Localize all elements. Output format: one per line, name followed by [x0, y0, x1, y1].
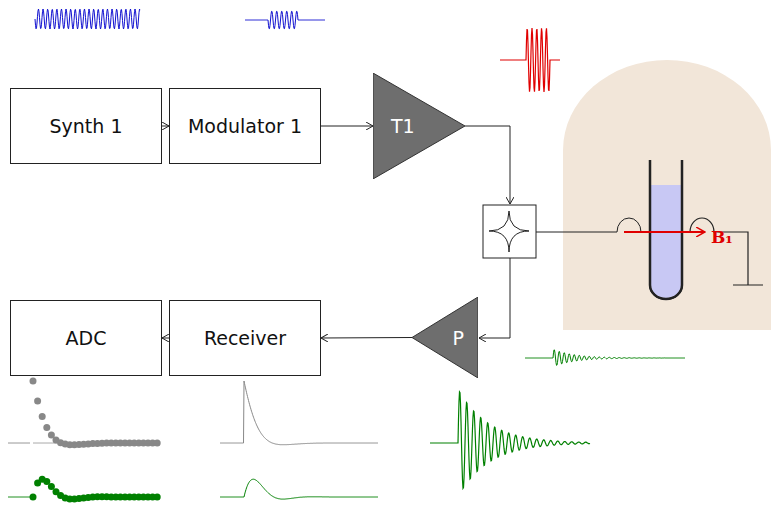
fid-small	[525, 350, 685, 366]
wire	[465, 126, 510, 204]
amplifier-triangle: P	[412, 297, 478, 378]
sample-dot	[39, 413, 46, 420]
rf-pulse	[500, 28, 560, 92]
coil	[536, 218, 641, 232]
signal-arrow	[321, 126, 373, 127]
process-box: Receiver	[169, 300, 321, 376]
wire	[479, 258, 510, 338]
node-label: Modulator 1	[188, 115, 302, 137]
sample-dot	[43, 424, 50, 431]
amplifier-triangle: T1	[373, 73, 465, 179]
sample-dot	[154, 494, 161, 501]
sample-dot	[30, 378, 37, 385]
demod-real	[220, 381, 378, 445]
signal-arrow	[162, 126, 169, 127]
coil-ground	[690, 218, 763, 285]
demod-imag	[220, 479, 378, 499]
signal-arrow	[162, 338, 169, 339]
sample-tube	[651, 185, 681, 298]
signal-arrow	[321, 337, 412, 339]
process-box: ADC	[10, 300, 162, 376]
sample-dot	[34, 397, 41, 404]
rf-burst	[245, 11, 325, 28]
magnet	[563, 60, 771, 330]
b1-arrow	[624, 231, 705, 233]
node-label: Receiver	[204, 327, 286, 349]
field-label: B₁	[711, 227, 733, 247]
node-label: T1	[391, 115, 415, 137]
process-box: Modulator 1	[169, 88, 321, 164]
circulator	[483, 205, 536, 258]
adc-trace	[33, 443, 160, 444]
carrier-wave	[35, 9, 140, 29]
sample-dot	[30, 494, 37, 501]
adc-base	[8, 497, 30, 498]
adc-base	[8, 443, 30, 444]
node-label: ADC	[66, 327, 107, 349]
node-label: Synth 1	[50, 115, 123, 137]
node-label: P	[453, 327, 464, 349]
process-box: Synth 1	[10, 88, 162, 164]
circulator-symbol	[489, 211, 529, 252]
fid-amplified	[430, 392, 590, 488]
